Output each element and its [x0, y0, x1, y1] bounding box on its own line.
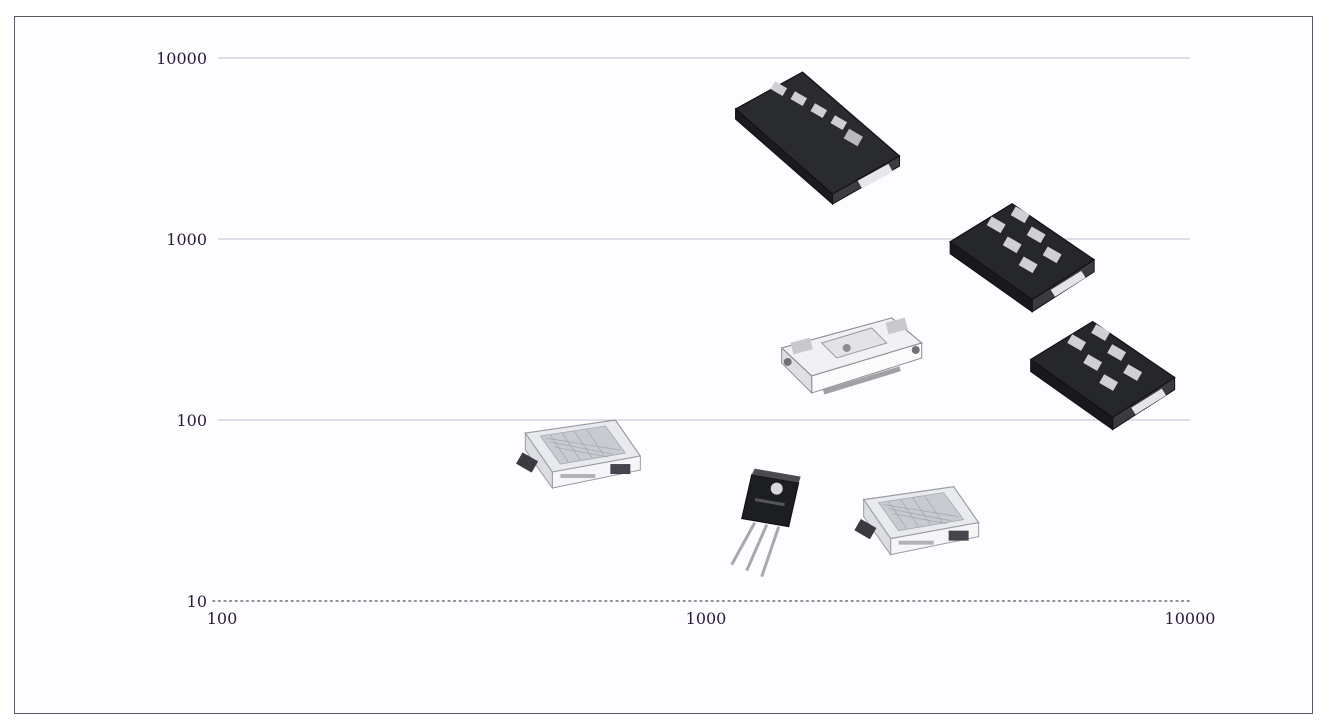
x-tick-label-0: 100: [207, 609, 238, 628]
x-tick-label-2: 10000: [1165, 609, 1216, 628]
data-point-5-black-six-terminal-module-icon: [949, 203, 1095, 313]
data-point-4-black-large-module-icon: [734, 71, 901, 205]
data-point-6-black-six-terminal-module-icon: [1030, 320, 1176, 431]
data-point-1-to247-discrete-package-icon: [730, 467, 803, 579]
data-point-0-white-pressfit-module-icon: [515, 419, 641, 489]
y-tick-label-3: 10000: [156, 49, 207, 68]
data-point-3-white-dual-module-icon: [781, 316, 923, 396]
data-point-2-white-pressfit-module-icon: [853, 486, 980, 556]
y-tick-label-0: 10: [187, 592, 207, 611]
y-tick-label-1: 100: [176, 411, 207, 430]
y-tick-label-2: 1000: [166, 230, 207, 249]
x-tick-label-1: 1000: [686, 609, 727, 628]
